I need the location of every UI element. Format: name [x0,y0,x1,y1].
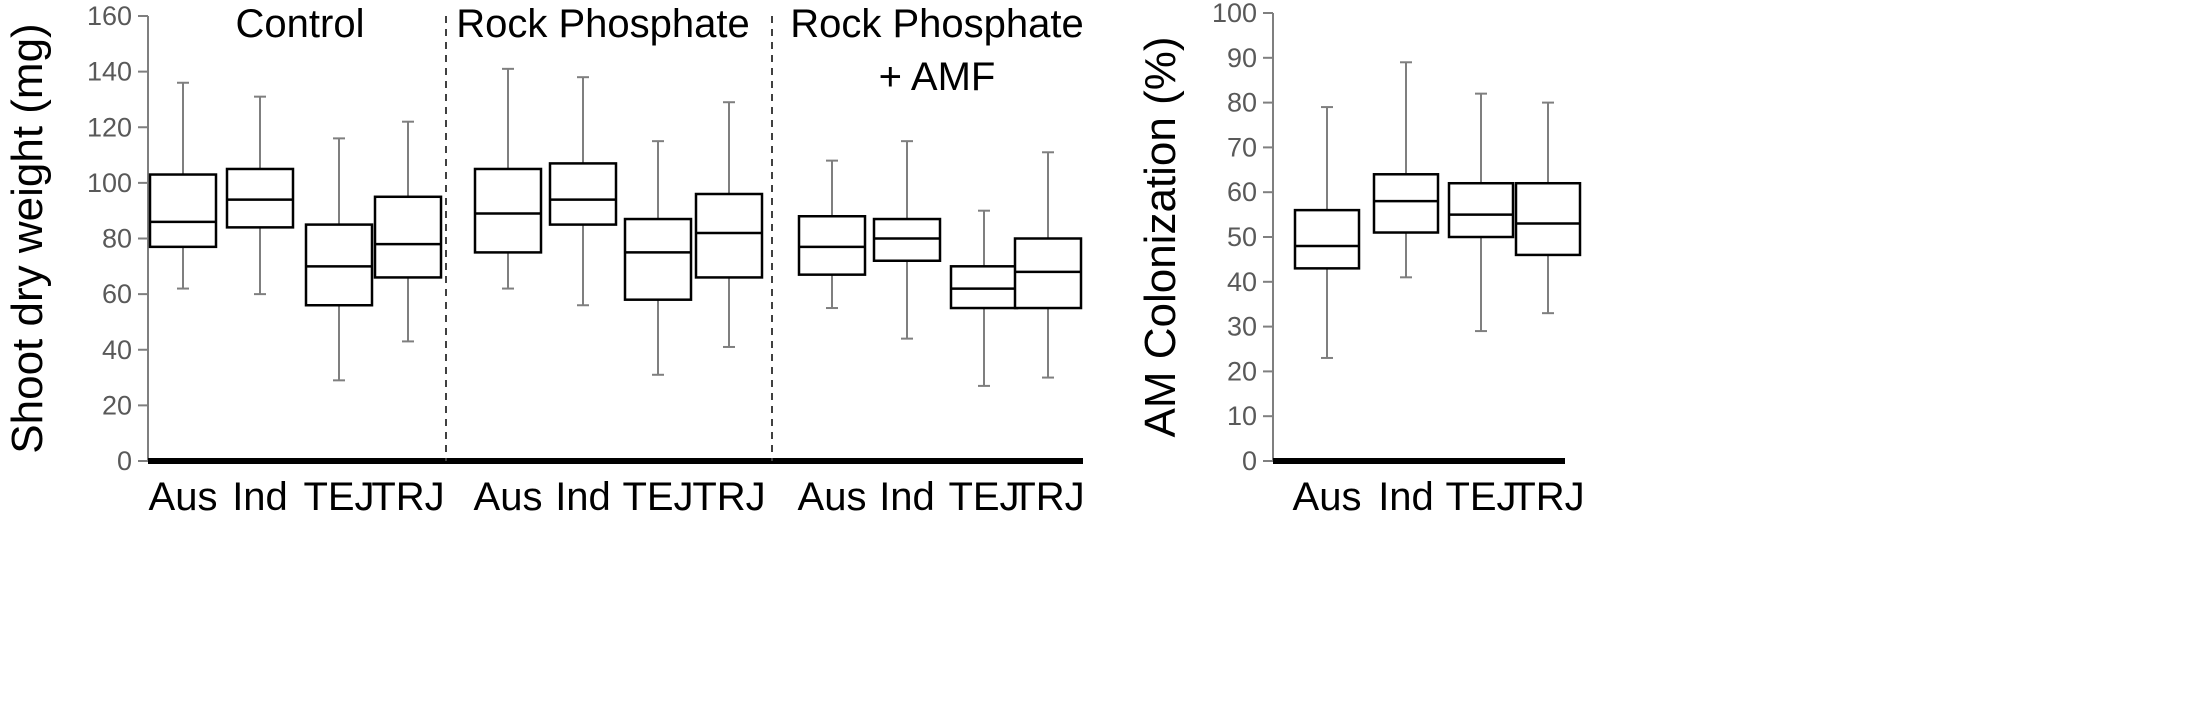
x-category-label: TRJ [692,475,765,519]
box-aus [148,81,218,290]
y-axis-title: AM Colonization (%) [1136,36,1185,437]
box-aus [797,159,867,310]
y-tick-label: 30 [1227,312,1257,342]
y-tick-label: 50 [1227,222,1257,252]
am-colonization-chart: 0 10 20 30 40 50 60 70 80 90 100 AM Colonization (%… [1136,0,1585,519]
x-category-label: TEJ [948,475,1019,519]
box-tej [1447,92,1515,333]
x-category-label: TEJ [303,475,374,519]
y-tick-label: 90 [1227,43,1257,73]
box-tej [949,209,1019,387]
y-tick-label: 20 [1227,356,1257,386]
y-tick-label: 100 [87,168,132,198]
box-trj [1514,101,1582,315]
group-title: Control [236,2,365,46]
iqr-box [304,223,374,307]
y-tick-label: 70 [1227,132,1257,162]
x-category-label: Ind [232,475,288,519]
box-trj [373,120,443,343]
box-trj [1013,151,1083,379]
iqr-box [1013,237,1083,310]
iqr-box [1372,173,1440,234]
iqr-box [949,265,1019,310]
iqr-box [473,167,543,254]
box-tej [623,140,693,376]
y-axis-title: Shoot dry weight (mg) [3,23,52,453]
y-tick-label: 80 [1227,88,1257,118]
x-category-label: TEJ [622,475,693,519]
iqr-box [1293,208,1361,270]
box-ind [1372,61,1440,279]
x-category-label: Aus [149,475,218,519]
x-category-label: Ind [1378,475,1434,519]
x-category-label: Ind [555,475,611,519]
y-tick-label: 100 [1212,0,1257,28]
y-tick-label: 160 [87,1,132,31]
x-category-label: Ind [879,475,935,519]
x-category-label: Aus [474,475,543,519]
box-ind [225,95,295,296]
box-tej [304,137,374,382]
x-category-label: TRJ [371,475,444,519]
iqr-box [1447,181,1515,239]
box-ind [872,140,942,340]
x-category-label: TRJ [1011,475,1084,519]
x-category-label: TEJ [1445,475,1516,519]
box-aus [473,67,543,290]
group-title: + AMF [879,55,996,99]
x-category-label: Aus [798,475,867,519]
y-tick-label: 140 [87,57,132,87]
y-tick-label: 80 [102,224,132,254]
x-category-label: TRJ [1511,475,1584,519]
iqr-box [623,217,693,301]
y-tick-label: 0 [1242,446,1257,476]
x-category-label: Aus [1293,475,1362,519]
y-tick-label: 60 [1227,177,1257,207]
y-tick-label: 40 [102,335,132,365]
iqr-box [1514,181,1582,257]
box-ind [548,76,618,307]
y-tick-label: 20 [102,390,132,420]
iqr-box [872,217,942,262]
iqr-box [548,162,618,226]
box-aus [1293,106,1361,359]
iqr-box [797,215,867,276]
group-title: Rock Phosphate [456,2,750,46]
iqr-box [694,192,764,279]
y-tick-label: 40 [1227,267,1257,297]
y-tick-label: 0 [117,446,132,476]
group-title: Rock Phosphate [790,2,1084,46]
y-tick-label: 120 [87,112,132,142]
box-trj [694,101,764,348]
iqr-box [148,173,218,249]
y-tick-label: 10 [1227,401,1257,431]
iqr-box [225,167,295,229]
iqr-box [373,195,443,279]
y-tick-label: 60 [102,279,132,309]
